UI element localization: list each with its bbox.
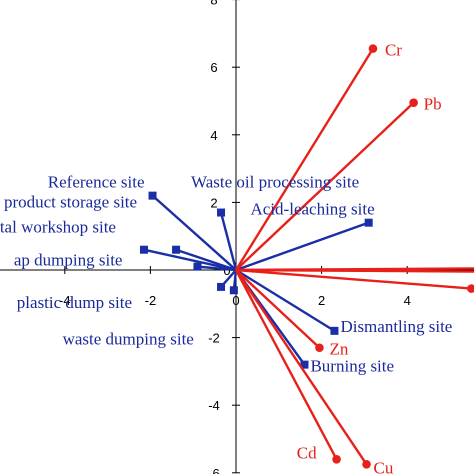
site-label: plastic dump site xyxy=(17,293,132,312)
site-label: Acid-leaching site xyxy=(251,200,375,219)
site-vector xyxy=(143,248,237,272)
site-vector xyxy=(151,194,237,271)
x-tick-label: 0 xyxy=(232,293,239,308)
y-tick-label: 8 xyxy=(210,0,217,8)
variable-vector xyxy=(234,269,338,460)
variable-label: Zn xyxy=(329,340,348,359)
site-vector xyxy=(197,265,237,272)
site-label: Burning site xyxy=(310,357,394,376)
site-point xyxy=(217,208,226,217)
variable-point xyxy=(467,284,474,293)
variable-vector xyxy=(235,269,368,466)
site-label: Dismantling site xyxy=(340,317,452,336)
site-label: waste dumping site xyxy=(63,329,194,348)
site-label: product storage site xyxy=(4,193,137,212)
x-tick-label: -4 xyxy=(59,293,71,308)
site-point xyxy=(364,218,373,227)
y-tick-label: 0 xyxy=(223,263,230,278)
site-vector xyxy=(219,212,238,271)
x-tick-label: -2 xyxy=(145,293,157,308)
y-tick-label: -6 xyxy=(208,466,220,474)
y-tick-label: -2 xyxy=(208,331,220,346)
site-label: Waste oil processing site xyxy=(191,173,359,192)
site-label: tal workshop site xyxy=(0,218,116,237)
site-point xyxy=(148,191,157,200)
site-label: Reference site xyxy=(48,173,145,192)
variable-vector xyxy=(235,268,472,290)
variable-label: Pb xyxy=(424,95,442,114)
variable-vector xyxy=(235,269,321,349)
point-labels: Reference site Waste oil processing siteA… xyxy=(0,41,452,474)
site-vector xyxy=(235,268,336,332)
variable-vector xyxy=(235,268,474,273)
site-point xyxy=(300,360,309,369)
x-tick-label: 4 xyxy=(404,293,411,308)
site-point xyxy=(229,286,238,295)
site-vector xyxy=(235,221,370,272)
variable-point xyxy=(332,454,341,464)
variable-vector xyxy=(235,101,415,271)
site-point xyxy=(330,326,339,335)
vectors xyxy=(139,44,474,469)
variable-label: Cd xyxy=(297,443,317,462)
variable-label: Cu xyxy=(374,458,394,474)
site-label: ap dumping site xyxy=(14,251,123,270)
x-tick-label: 2 xyxy=(318,293,325,308)
site-point xyxy=(217,282,226,291)
variable-point xyxy=(368,44,378,53)
variable-point xyxy=(315,343,324,353)
site-point xyxy=(172,245,181,254)
y-tick-label: -4 xyxy=(208,398,220,413)
variable-label: Cr xyxy=(385,41,402,60)
y-tick-label: 6 xyxy=(210,60,217,75)
variable-point xyxy=(409,98,418,107)
y-tick-label: 4 xyxy=(210,128,217,143)
variable-vector xyxy=(234,47,374,271)
site-point xyxy=(193,262,202,271)
variable-point xyxy=(362,460,371,469)
site-point xyxy=(139,245,148,254)
y-tick-label: 2 xyxy=(210,195,217,210)
